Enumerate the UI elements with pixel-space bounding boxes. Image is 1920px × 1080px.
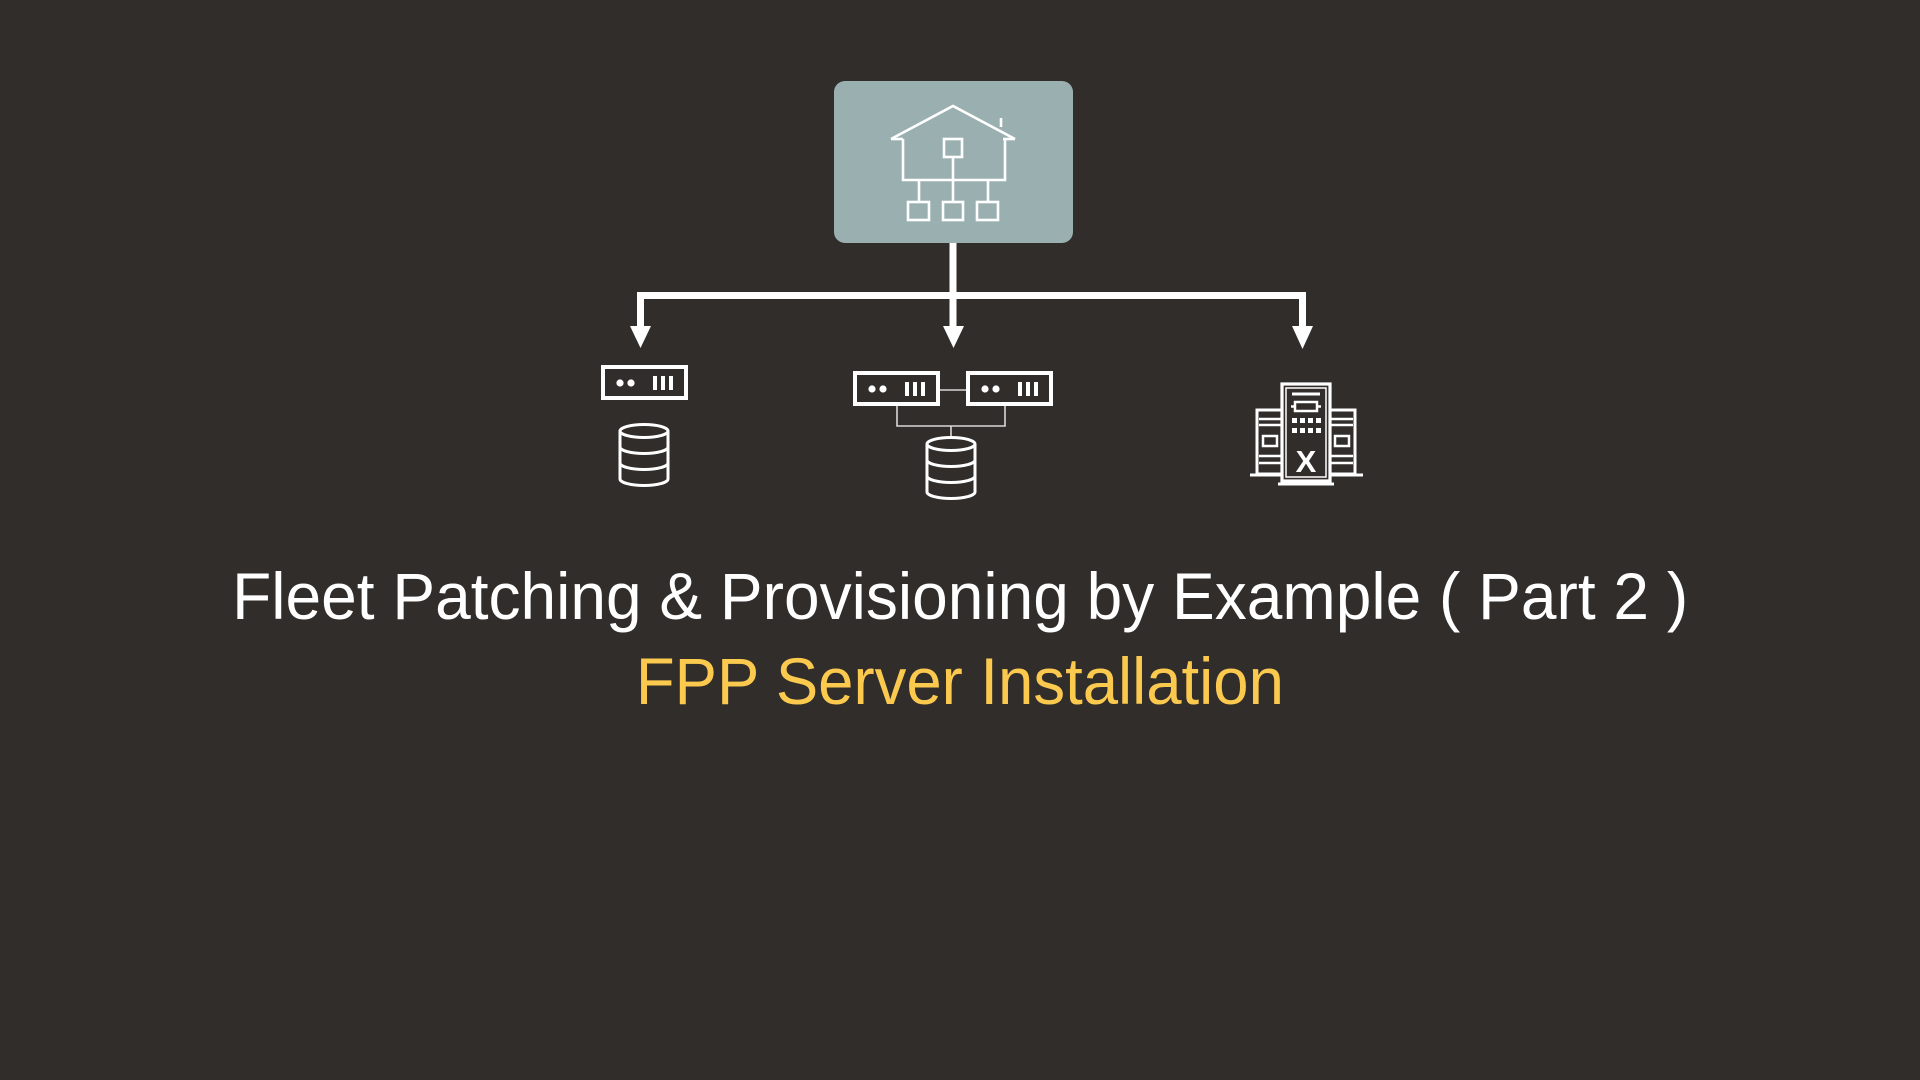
cluster-target [853, 371, 1053, 500]
database-icon [925, 436, 977, 500]
server-icon [966, 371, 1053, 406]
exadata-rack-icon [1250, 382, 1363, 486]
slide-title-text: Fleet Patching & Provisioning by Example… [232, 559, 1688, 633]
exadata-rack-keypad [1292, 418, 1321, 433]
fpp-server-hub [834, 81, 1073, 243]
exadata-target: X [1250, 382, 1363, 486]
server-icon [601, 365, 688, 400]
server-icon [853, 371, 940, 406]
connector-lines [630, 243, 1313, 349]
slide-subtitle-text: FPP Server Installation [635, 644, 1284, 718]
fpp-topology-diagram: X [601, 81, 1363, 500]
slide-title: Fleet Patching & Provisioning by Example… [0, 556, 1920, 636]
arrow-down-icon [1292, 326, 1313, 349]
arrow-down-icon [943, 326, 964, 348]
single-instance-target [601, 365, 688, 487]
slide-subtitle: FPP Server Installation [0, 641, 1920, 721]
exadata-rack-label: X [1296, 444, 1317, 479]
house-network-icon [890, 104, 1016, 222]
cluster-interconnect [896, 389, 1006, 436]
database-icon [618, 423, 670, 487]
arrow-down-icon [630, 326, 651, 348]
